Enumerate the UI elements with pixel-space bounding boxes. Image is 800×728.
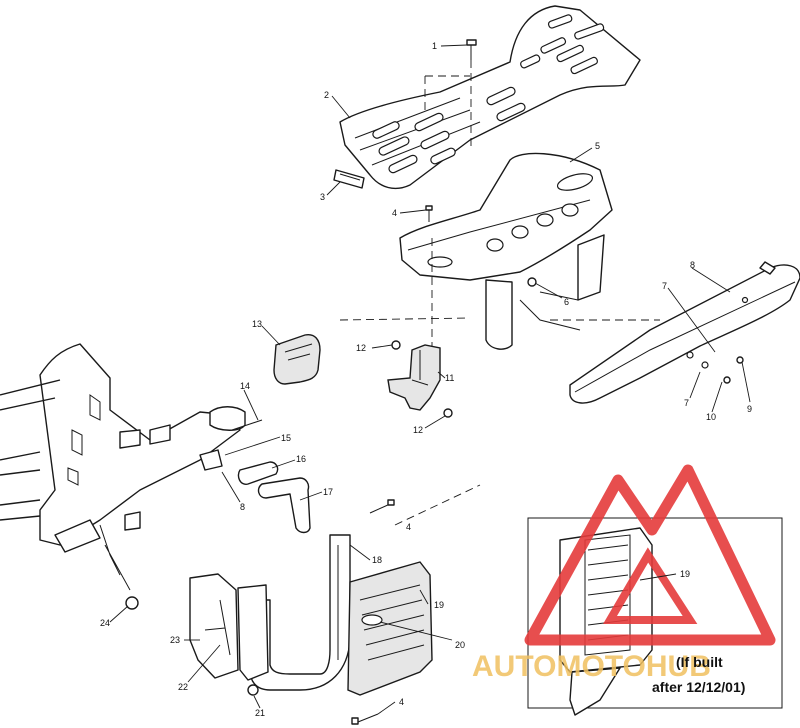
screw-12b (443, 408, 453, 418)
callout-21: 21 (255, 708, 265, 718)
callout-9: 9 (747, 404, 752, 414)
grommet-16 (237, 461, 279, 485)
reflector-3 (333, 169, 365, 189)
callout-5a: 5 (595, 141, 600, 151)
rear-rack (339, 5, 641, 190)
screw-1 (466, 39, 477, 60)
nut-6 (527, 277, 537, 287)
callout-14: 14 (240, 381, 250, 391)
callout-13: 13 (252, 319, 262, 329)
flap-support-23 (189, 573, 269, 681)
callout-4c: 4 (399, 697, 404, 707)
screw-12a (391, 340, 401, 350)
callout-8b: 8 (240, 502, 245, 512)
screw-4a (425, 205, 433, 222)
callout-4a: 4 (392, 208, 397, 218)
callout-19a: 19 (434, 600, 444, 610)
callout-19b: 19 (680, 569, 690, 579)
callout-23: 23 (170, 635, 180, 645)
nut-10 (723, 376, 731, 384)
inset-note-line1: (If built (676, 654, 723, 670)
rear-bumper-8 (569, 261, 800, 404)
hose-17 (257, 477, 311, 534)
callout-7a: 7 (662, 281, 667, 291)
callout-20: 20 (455, 640, 465, 650)
callout-16: 16 (296, 454, 306, 464)
callout-8a: 8 (690, 260, 695, 270)
inset-note-line2: after 12/12/01) (652, 679, 745, 695)
callout-6: 6 (564, 297, 569, 307)
callout-1: 1 (432, 41, 437, 51)
callout-12b: 12 (413, 425, 423, 435)
callout-18: 18 (372, 555, 382, 565)
callout-15: 15 (281, 433, 291, 443)
callouts: 1 2 3 4 5 6 8 7 7 10 9 13 12 11 12 14 15… (100, 41, 752, 718)
lead-15 (231, 419, 263, 431)
watermark-text: AUTOMOTOHUB (472, 650, 711, 683)
mudflap-19 (347, 561, 433, 696)
tail-light-13 (273, 333, 321, 385)
centerline-c (394, 484, 481, 526)
callout-10: 10 (706, 412, 716, 422)
leader-lines (109, 44, 751, 715)
plug-24 (125, 596, 139, 610)
frame (0, 343, 246, 591)
screw-4b (369, 499, 395, 514)
watermark-inner-triangle (603, 547, 698, 624)
callout-12a: 12 (356, 343, 366, 353)
bracket-11 (387, 344, 441, 411)
watermark-triangle (524, 464, 776, 646)
callout-4b: 4 (406, 522, 411, 532)
rack-support-5 (399, 152, 613, 350)
callout-22: 22 (178, 682, 188, 692)
watermark (524, 464, 776, 646)
nut-21 (247, 684, 259, 696)
callout-2: 2 (324, 90, 329, 100)
callout-24: 24 (100, 618, 110, 628)
callout-7b: 7 (684, 398, 689, 408)
callout-11: 11 (445, 373, 454, 383)
callout-3: 3 (320, 192, 325, 202)
callout-17: 17 (323, 487, 333, 497)
screw-9 (736, 356, 744, 364)
connector-5 (199, 449, 223, 471)
screw-4c (351, 713, 379, 725)
rack-slots (372, 14, 605, 174)
centerline-a (339, 317, 471, 321)
